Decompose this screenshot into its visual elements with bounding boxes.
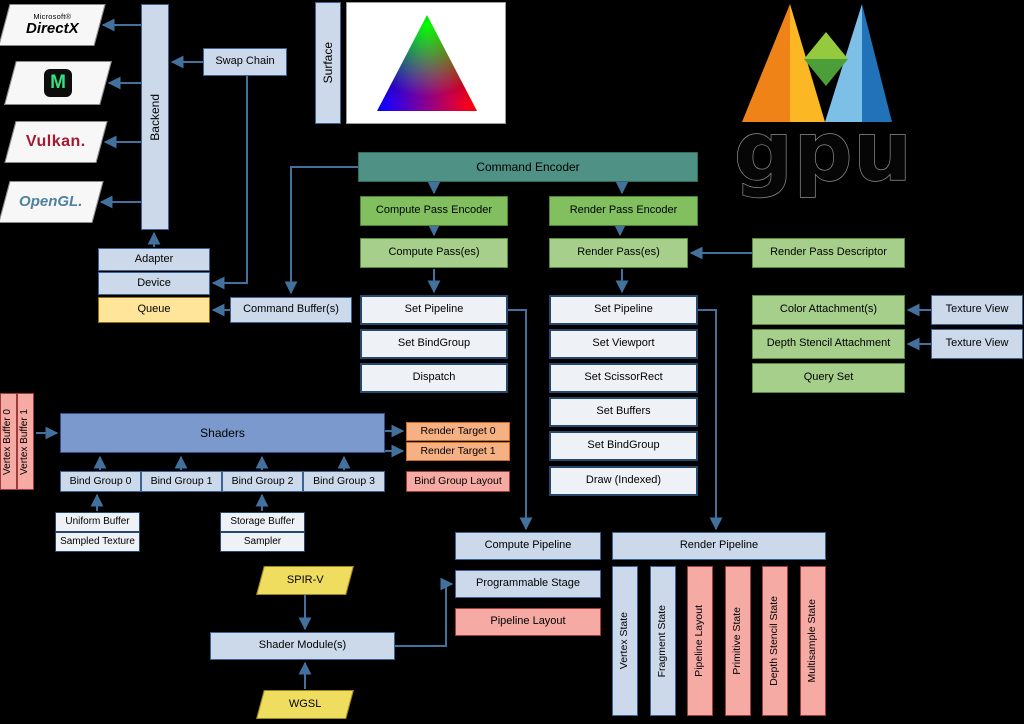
node-bind-group-0: Bind Group 0 bbox=[60, 471, 141, 492]
node-compute-set-pipeline: Set Pipeline bbox=[360, 295, 508, 325]
node-backend: Backend bbox=[141, 4, 169, 230]
node-bind-group-layout: Bind Group Layout bbox=[406, 471, 510, 492]
node-render-set-pipeline: Set Pipeline bbox=[549, 295, 698, 325]
node-compute-passes: Compute Pass(es) bbox=[360, 238, 508, 268]
node-swap-chain: Swap Chain bbox=[203, 48, 287, 76]
node-primitive-state: Primitive State bbox=[725, 566, 751, 716]
node-set-scissorrect: Set ScissorRect bbox=[549, 363, 698, 393]
node-dispatch: Dispatch bbox=[360, 363, 508, 393]
node-draw-indexed: Draw (Indexed) bbox=[549, 466, 698, 496]
node-command-encoder: Command Encoder bbox=[358, 152, 698, 182]
arrow-setpipeline-computepipeline bbox=[508, 309, 533, 531]
node-color-attachments: Color Attachment(s) bbox=[752, 295, 905, 325]
arrow-shadermodules-programmablestage bbox=[395, 577, 454, 647]
node-bind-group-1: Bind Group 1 bbox=[141, 471, 222, 492]
vulkan-logo: Vulkan. bbox=[4, 121, 108, 163]
node-programmable-stage: Programmable Stage bbox=[455, 570, 601, 598]
node-sampled-texture: Sampled Texture bbox=[55, 532, 140, 552]
gpu-text: gpu bbox=[734, 118, 913, 200]
node-shader-modules: Shader Module(s) bbox=[210, 632, 395, 660]
node-bind-group-3: Bind Group 3 bbox=[303, 471, 385, 492]
wgpu-logo-icon bbox=[742, 4, 892, 122]
node-adapter: Adapter bbox=[98, 248, 210, 271]
node-compute-set-bindgroup: Set BindGroup bbox=[360, 329, 508, 359]
node-vertex-state: Vertex State bbox=[612, 566, 638, 716]
node-vertex-buffer-0: Vertex Buffer 0 bbox=[0, 393, 17, 490]
node-render-target-1: Render Target 1 bbox=[406, 442, 510, 461]
node-compute-pipeline: Compute Pipeline bbox=[455, 532, 601, 560]
node-query-set: Query Set bbox=[752, 363, 905, 393]
node-shaders: Shaders bbox=[60, 413, 385, 453]
node-command-buffers: Command Buffer(s) bbox=[230, 297, 352, 323]
node-pipeline-layout-state: Pipeline Layout bbox=[687, 566, 713, 716]
node-uniform-buffer: Uniform Buffer bbox=[55, 512, 140, 532]
node-fragment-state: Fragment State bbox=[650, 566, 676, 716]
node-pipeline-layout: Pipeline Layout bbox=[455, 608, 601, 636]
directx-label: DirectX bbox=[25, 20, 79, 38]
node-bind-group-2: Bind Group 2 bbox=[222, 471, 303, 492]
node-set-viewport: Set Viewport bbox=[549, 329, 698, 359]
node-vertex-buffer-1: Vertex Buffer 1 bbox=[17, 393, 34, 490]
directx-logo: Microsoft® DirectX bbox=[0, 4, 106, 46]
node-compute-pass-encoder: Compute Pass Encoder bbox=[360, 196, 508, 226]
node-spirv: SPIR-V bbox=[256, 566, 354, 595]
opengl-logo: OpenGL. bbox=[0, 181, 104, 223]
node-device: Device bbox=[98, 272, 210, 295]
node-depth-stencil-attachment: Depth Stencil Attachment bbox=[752, 329, 905, 359]
node-texture-view-color: Texture View bbox=[931, 295, 1023, 325]
node-render-pipeline: Render Pipeline bbox=[612, 532, 826, 560]
wgpu-wordmark: gpu bbox=[733, 118, 913, 201]
rgb-triangle-image bbox=[346, 2, 506, 124]
node-queue: Queue bbox=[98, 297, 210, 323]
node-render-pass-encoder: Render Pass Encoder bbox=[549, 196, 698, 226]
node-wgsl: WGSL bbox=[256, 690, 354, 719]
node-render-pass-descriptor: Render Pass Descriptor bbox=[752, 238, 905, 268]
metal-logo: M bbox=[4, 61, 112, 105]
node-surface: Surface bbox=[315, 2, 341, 124]
arrow-setpipeline-renderpipeline bbox=[698, 309, 723, 531]
node-render-target-0: Render Target 0 bbox=[406, 422, 510, 441]
node-sampler: Sampler bbox=[220, 532, 305, 552]
node-texture-view-depth: Texture View bbox=[931, 329, 1023, 359]
node-depth-stencil-state: Depth Stencil State bbox=[762, 566, 788, 716]
node-storage-buffer: Storage Buffer bbox=[220, 512, 305, 532]
node-set-buffers: Set Buffers bbox=[549, 397, 698, 427]
arrow-swapchain-device bbox=[211, 76, 248, 290]
node-render-passes: Render Pass(es) bbox=[549, 238, 688, 268]
node-multisample-state: Multisample State bbox=[800, 566, 826, 716]
rgb-gradient-triangle-icon bbox=[377, 15, 477, 111]
arrow-encoder-commandbuffers bbox=[284, 166, 358, 295]
node-render-set-bindgroup: Set BindGroup bbox=[549, 431, 698, 461]
metal-icon: M bbox=[44, 69, 72, 97]
